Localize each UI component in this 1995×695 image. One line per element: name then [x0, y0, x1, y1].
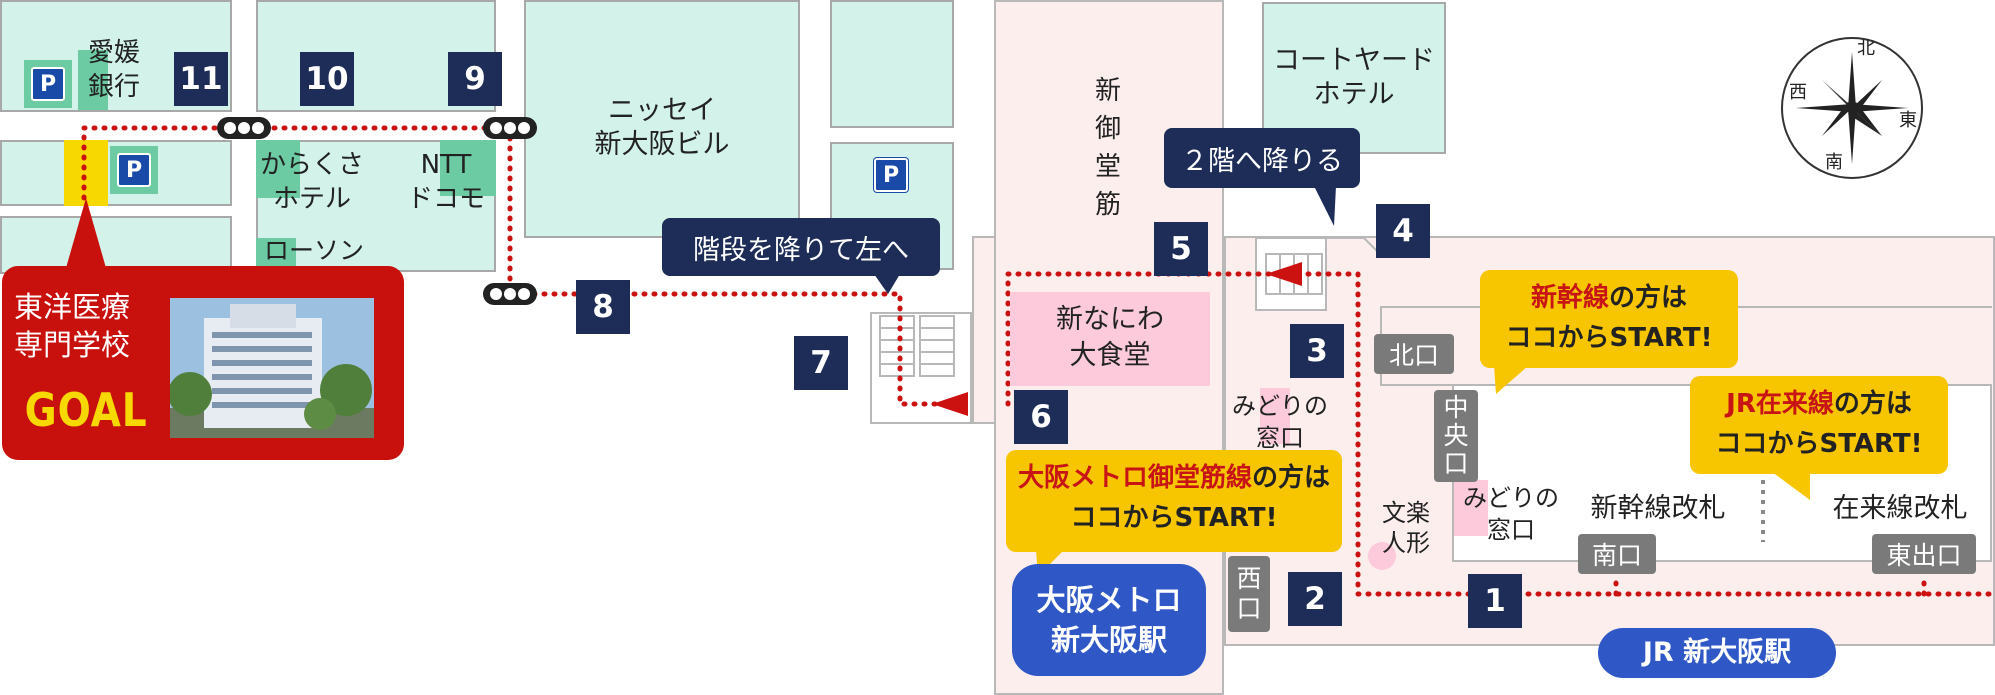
label-karakusa: からくさ ホテル: [259, 150, 364, 214]
start-note-metro-start: ココからSTART!: [1070, 503, 1278, 533]
exit-north: 北口: [1374, 334, 1454, 374]
midori-tint-1: [1260, 388, 1290, 444]
label-ntt: NTT ドコモ: [406, 150, 485, 214]
crossing-marker-2: [483, 117, 537, 139]
step-6: 6: [1014, 390, 1068, 444]
gate-divider: [1761, 480, 1765, 542]
exit-central: 中 央 口: [1434, 390, 1478, 482]
stairs-left-steps: [879, 315, 955, 377]
step-1: 1: [1468, 574, 1522, 628]
start-note-jr: JR在来線の方はココからSTART!: [1690, 376, 1948, 474]
exit-west: 西 口: [1228, 556, 1270, 632]
building-nissay: [524, 0, 800, 238]
start-note-metro: 大阪メトロ御堂筋線の方はココからSTART!: [1006, 450, 1342, 552]
goal-pointer: [66, 198, 106, 268]
goal-label: GOAL: [24, 383, 148, 437]
parking-icon-3: P: [874, 158, 908, 192]
label-midori-window-1: みどりの 窓口: [1232, 392, 1328, 452]
label-nissay: ニッセイ 新大阪ビル: [594, 95, 730, 160]
step-3: 3: [1290, 324, 1344, 378]
label-ehime-bank: 愛媛 銀行: [87, 38, 140, 102]
step-10: 10: [300, 52, 354, 106]
callout-down-stairs-left: 階段を降りて左へ: [662, 218, 940, 276]
label-shin-naniwa: 新なにわ 大食堂: [1056, 304, 1164, 371]
step-8: 8: [576, 280, 630, 334]
start-note-metro-suffix: の方は: [1252, 463, 1331, 493]
start-note-shinkansen-line: 新幹線: [1530, 283, 1609, 313]
callout-down-stairs-tail: [874, 274, 900, 294]
jr-station-badge: JR 新大阪駅: [1598, 628, 1836, 678]
school-building-photo: [170, 298, 374, 438]
callout-to-2f-tail: [1314, 186, 1336, 226]
compass-south: 南: [1825, 152, 1843, 173]
label-bunraku: 文楽 人形: [1382, 499, 1430, 557]
karakusa-tint: [256, 140, 300, 198]
route-arrow-left-5: [1266, 262, 1302, 286]
ntt-tint: [440, 140, 496, 196]
compass-east: 東: [1899, 110, 1917, 131]
parking-icon-2: P: [110, 146, 158, 194]
label-shin-midosuji: 新 御 堂 筋: [1094, 76, 1121, 220]
start-note-metro-line: 大阪メトロ御堂筋線: [1017, 463, 1252, 493]
step-11: 11: [174, 52, 228, 106]
callout-to-2f: ２階へ降りる: [1164, 128, 1360, 188]
start-note-shinkansen-start: ココからSTART!: [1505, 323, 1713, 353]
midori-tint-2: [1454, 480, 1488, 536]
crossing-marker-1: [217, 117, 271, 139]
start-note-jr-start: ココからSTART!: [1715, 429, 1923, 459]
label-lawson: ローソン: [264, 236, 365, 265]
start-note-shinkansen: 新幹線の方はココからSTART!: [1480, 270, 1738, 368]
start-note-jr-tail: [1772, 472, 1810, 500]
label-zairaisen-gate: 在来線改札: [1832, 493, 1968, 524]
step-2: 2: [1288, 572, 1342, 626]
station-side-wing: [972, 236, 996, 424]
start-note-shinkansen-tail: [1494, 366, 1528, 394]
exit-south: 南口: [1578, 534, 1656, 574]
step-7: 7: [794, 336, 848, 390]
building-small-top: [830, 0, 954, 128]
shin-naniwa-restaurant: [1010, 292, 1210, 386]
label-shinkansen-gate: 新幹線改札: [1590, 493, 1726, 524]
step-5: 5: [1154, 222, 1208, 276]
metro-station-badge: 大阪メトロ 新大阪駅: [1012, 564, 1206, 676]
ehime-tint: [78, 50, 108, 110]
compass-north: 北: [1857, 38, 1875, 59]
route-arrow-left-6: [932, 392, 968, 416]
start-note-jr-line: JR在来線: [1726, 389, 1834, 419]
bunraku-dot: [1368, 542, 1396, 570]
step-4: 4: [1376, 204, 1430, 258]
start-note-shinkansen-suffix: の方は: [1609, 283, 1688, 313]
crossing-marker-3: [483, 283, 537, 305]
goal-school-name: 東洋医療 専門学校: [14, 290, 131, 362]
label-courtyard: コートヤード ホテル: [1273, 45, 1435, 110]
parking-icon-1: P: [24, 60, 72, 108]
exit-east: 東出口: [1872, 534, 1976, 574]
start-note-jr-suffix: の方は: [1833, 389, 1912, 419]
label-midori-window-2: みどりの 窓口: [1463, 484, 1559, 544]
compass-rose: [1781, 37, 1923, 179]
step-9: 9: [448, 52, 502, 106]
compass-west: 西: [1789, 82, 1807, 103]
school-highlight: [64, 140, 108, 206]
